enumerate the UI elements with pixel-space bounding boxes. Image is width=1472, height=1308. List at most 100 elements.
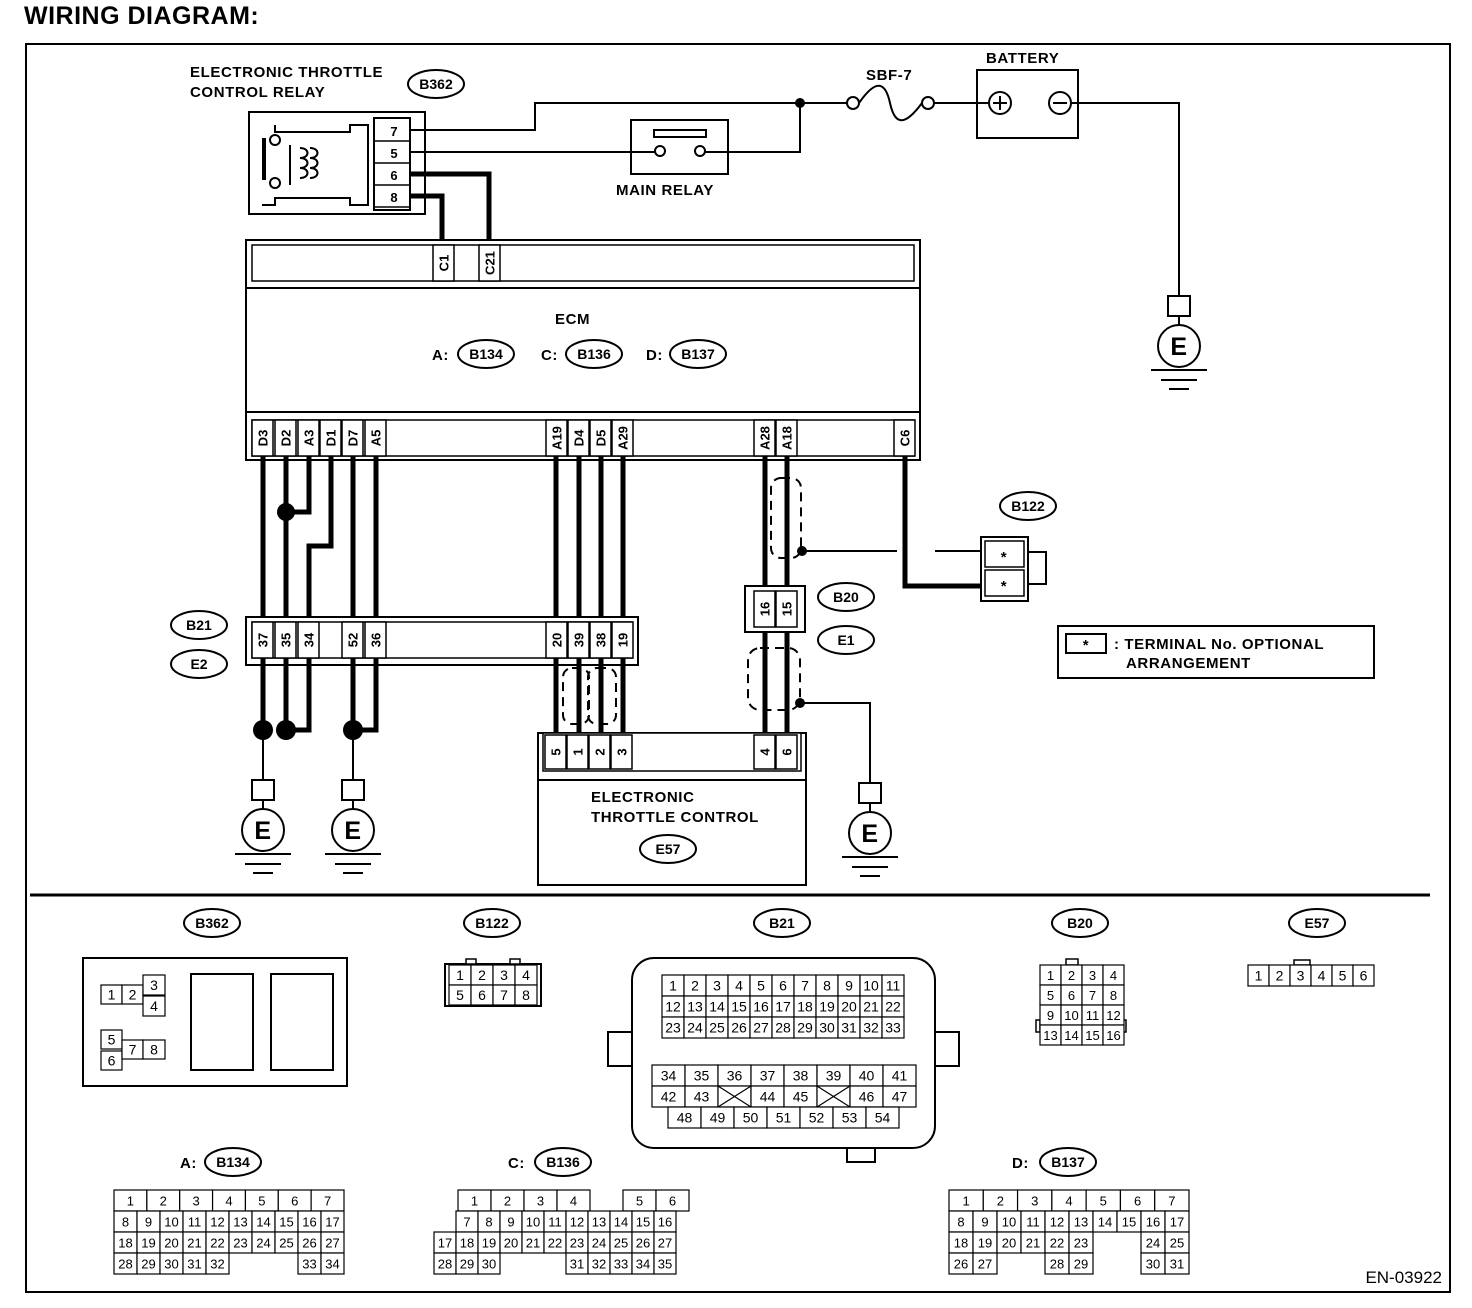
terminal-cell: 40 [849,1064,884,1087]
terminal-number: 35 [658,1257,672,1272]
terminal-cell: 20 [159,1231,184,1254]
ecm-connector-c: B136 [577,346,611,362]
terminal-number: 7 [324,1194,331,1209]
ecm-connector-a: B134 [469,346,503,362]
terminal-cell: 3 [142,974,166,996]
terminal-cell: 26 [727,1016,751,1039]
terminal-number: 40 [859,1068,875,1084]
terminal-number: 26 [636,1236,650,1251]
pin-label: D5 [594,430,609,447]
terminal-number: 3 [1297,968,1305,984]
terminal-cell: 1 [1039,964,1062,986]
connector-badge: B20 [1051,908,1109,938]
terminal-number: 22 [210,1236,224,1251]
terminal-number: 13 [687,999,703,1015]
b21-badge: B21 [170,610,228,640]
terminal-number: 12 [1106,1008,1120,1023]
terminal-number: 31 [187,1257,201,1272]
terminal-number: 29 [797,1020,813,1036]
terminal-number: 9 [845,978,853,994]
terminal-cell: 24 [1140,1231,1166,1254]
terminal-cell: 46 [849,1085,884,1108]
terminal-number: 11 [1086,1008,1100,1023]
terminal-number: 23 [665,1020,681,1036]
connector-prefix: A: [180,1155,197,1172]
terminal-cell: 47 [882,1085,917,1108]
terminal-cell: 25 [609,1231,633,1254]
terminal-cell: 15 [1081,1024,1104,1046]
e1-id: E1 [837,632,854,648]
terminal-cell: 1 [100,984,123,1005]
terminal-cell: 43 [684,1085,719,1108]
terminal-cell: 23 [1068,1231,1094,1254]
terminal-number: 47 [892,1089,908,1105]
terminal-pin: D2 [274,419,297,457]
terminal-cell: 5 [1039,984,1062,1006]
connector-badge: B21 [753,908,811,938]
relay-connector-id: B362 [419,76,453,92]
terminal-cell: 4 [556,1189,591,1212]
shield-wire [770,477,985,559]
terminal-number: 17 [325,1215,339,1230]
terminal-cell: 38 [783,1064,818,1087]
terminal-number: 41 [892,1068,908,1084]
terminal-number: 11 [548,1215,562,1230]
terminal-number: 27 [658,1236,672,1251]
terminal-cell: 10 [159,1210,184,1233]
terminal-cell: 5 [448,984,472,1006]
e57-badge: E57 [639,834,697,864]
terminal-number: 25 [1170,1236,1184,1251]
terminal-number: 26 [302,1236,316,1251]
pin-label: 2 [593,748,608,755]
connector-id: B20 [1067,915,1093,931]
pin-label: C21 [483,251,498,275]
terminal-cell: 35 [653,1252,677,1275]
terminal-cell: 18 [113,1231,138,1254]
terminal-number: 2 [691,978,699,994]
terminal-number: 13 [1074,1215,1088,1230]
b20-badge: B20 [817,582,875,612]
pin-label: 20 [550,633,565,647]
terminal-cell: 12 [205,1210,230,1233]
harness-wires [260,456,985,622]
terminal-cell: 22 [205,1231,230,1254]
terminal-number: 10 [164,1215,178,1230]
terminal-cell: 14 [251,1210,276,1233]
terminal-number: 42 [661,1089,677,1105]
terminal-cell: 29 [793,1016,817,1039]
fuse-sbf7 [846,84,935,122]
e57-id: E57 [656,841,681,857]
relay-pin: 7 [390,124,397,139]
terminal-pin: C1 [432,244,455,282]
terminal-number: 2 [997,1194,1004,1209]
terminal-number: 31 [1170,1257,1184,1272]
terminal-number: 54 [875,1110,891,1126]
terminal-number: 6 [1068,988,1075,1003]
terminal-cell: 7 [455,1210,479,1233]
terminal-cell: 2 [1268,964,1291,987]
main-relay [630,119,729,175]
pin-label: C6 [898,430,913,447]
ecm-label: ECM [555,311,590,328]
terminal-number: 1 [127,1194,134,1209]
terminal-number: 27 [325,1236,339,1251]
terminal-number: 28 [118,1257,132,1272]
terminal-pin: C21 [478,244,501,282]
ground-symbol: E [235,779,291,874]
terminal-cell: 11 [1081,1004,1104,1026]
terminal-number: 3 [1031,1194,1038,1209]
terminal-number: 34 [636,1257,650,1272]
terminal-cell: 6 [655,1189,690,1212]
terminal-number: 8 [957,1215,964,1230]
ground-label: E [344,817,361,845]
terminal-number: 25 [709,1020,725,1036]
terminal-number: 29 [141,1257,155,1272]
terminal-number: 9 [507,1215,514,1230]
pin-label: 1 [571,748,586,755]
b122-id: B122 [1011,498,1045,514]
terminal-cell: 15 [274,1210,299,1233]
terminal-cell: 25 [705,1016,729,1039]
terminal-number: 16 [658,1215,672,1230]
e2-id: E2 [190,656,207,672]
terminal-cell: 19 [477,1231,501,1254]
